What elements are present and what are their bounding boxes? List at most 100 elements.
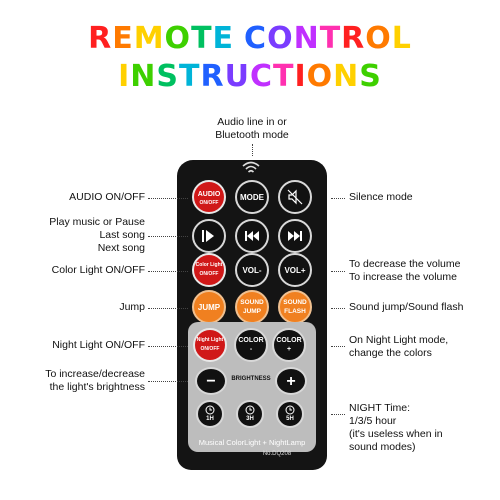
clock-icon xyxy=(245,405,255,414)
night-light-onoff-label: Night Light ON/OFF xyxy=(20,339,145,352)
jump-label: Jump xyxy=(20,301,145,314)
previous-icon xyxy=(245,231,259,241)
night-light-button-label: Night Light xyxy=(196,337,224,343)
volume-down-label: VOL- xyxy=(242,265,262,275)
night-time-note-line-1: (it's useless when in xyxy=(349,428,443,440)
brightness-up-symbol: + xyxy=(286,372,296,390)
timer-3h-button[interactable]: 3H xyxy=(236,400,264,428)
color-minus-symbol: - xyxy=(249,346,253,353)
title-letter: E xyxy=(212,21,235,56)
title-letter: O xyxy=(267,21,294,56)
title-letter: R xyxy=(341,21,366,56)
title-letter: N xyxy=(130,59,157,94)
color-light-onoff-label-text: Color Light ON/OFF xyxy=(51,264,145,276)
title-letter: S xyxy=(156,59,180,94)
night-mode-colors-label: On Night Light mode, change the colors xyxy=(349,334,494,360)
play-pause-label: Play music or Pause xyxy=(49,216,145,228)
jump-button[interactable]: JUMP xyxy=(192,290,226,324)
color-minus-label: COLOR xyxy=(238,337,264,344)
leader-line xyxy=(148,236,188,237)
night-time-title: NIGHT Time: xyxy=(349,402,411,414)
title-letter: I xyxy=(294,59,307,94)
last-song-label: Last song xyxy=(99,229,145,241)
timer-1h-button[interactable]: 1H xyxy=(196,400,224,428)
volume-up-button[interactable]: VOL+ xyxy=(278,253,312,287)
night-mode-colors-line-2: change the colors xyxy=(349,347,432,359)
color-light-button-sublabel: ON/OFF xyxy=(199,271,219,277)
previous-song-button[interactable] xyxy=(235,219,269,253)
sound-jump-button[interactable]: SOUND JUMP xyxy=(235,290,269,324)
brightness-label-line-2: the light's brightness xyxy=(49,381,145,393)
title-letter: N xyxy=(293,21,320,56)
brightness-label: BRIGHTNESS xyxy=(231,376,271,382)
leader-line xyxy=(148,271,188,272)
night-mode-colors-line-1: On Night Light mode, xyxy=(349,334,449,346)
leader-line xyxy=(331,346,345,347)
clock-icon xyxy=(285,405,295,414)
audio-button-sublabel: ON/OFF xyxy=(199,199,219,206)
color-plus-button[interactable]: COLOR+ xyxy=(272,328,306,362)
color-minus-button[interactable]: COLOR - xyxy=(234,328,268,362)
color-light-onoff-label: Color Light ON/OFF xyxy=(20,264,145,277)
leader-line xyxy=(148,381,188,382)
title-letter: T xyxy=(319,21,342,56)
leader-line xyxy=(331,198,345,199)
night-light-button-sublabel: ON/OFF xyxy=(200,346,220,352)
title-letter: M xyxy=(133,21,165,56)
signal-icon xyxy=(242,161,260,173)
sound-flash-label: SOUND xyxy=(283,299,307,306)
sound-jump-sublabel: JUMP xyxy=(242,308,262,315)
next-icon xyxy=(288,231,302,241)
play-pause-button[interactable] xyxy=(192,219,226,253)
brightness-up-button[interactable]: + xyxy=(275,367,307,395)
timer-5h-button[interactable]: 5H xyxy=(276,400,304,428)
mode-button[interactable]: MODE xyxy=(235,180,269,214)
volume-up-description: To increase the volume xyxy=(349,271,457,283)
timer-3h-label: 3H xyxy=(246,415,254,422)
title-letter: O xyxy=(306,59,334,94)
title-letter: C xyxy=(249,59,273,94)
title-letter xyxy=(234,22,244,56)
mode-button-label: MODE xyxy=(240,192,264,202)
title-letter: N xyxy=(333,59,360,94)
volume-down-button[interactable]: VOL- xyxy=(235,253,269,287)
title-letter: S xyxy=(359,59,382,94)
night-time-label: NIGHT Time: 1/3/5 hour (it's useless whe… xyxy=(349,402,494,454)
night-light-onoff-label-text: Night Light ON/OFF xyxy=(52,339,145,351)
audio-onoff-label-text: AUDIO ON/OFF xyxy=(69,191,145,203)
mute-button[interactable] xyxy=(278,180,312,214)
title-letter: O xyxy=(164,21,192,56)
audio-line-label-line-2: Bluetooth mode xyxy=(215,129,289,141)
leader-line xyxy=(252,144,253,156)
mute-icon xyxy=(287,189,303,205)
play-group-label: Play music or Pause Last song Next song xyxy=(20,216,145,255)
sound-jump-label: SOUND xyxy=(240,299,264,306)
brightness-description-label: To increase/decrease the light's brightn… xyxy=(20,368,145,394)
color-plus-label: COLOR xyxy=(276,337,302,344)
timer-5h-label: 5H xyxy=(286,415,294,422)
night-time-note-line-2: sound modes) xyxy=(349,441,416,453)
volume-down-description: To decrease the volume xyxy=(349,258,461,270)
leader-line xyxy=(148,308,188,309)
audio-line-label: Audio line in or Bluetooth mode xyxy=(190,116,314,142)
silence-mode-label-text: Silence mode xyxy=(349,191,413,203)
audio-button-label: AUDIO xyxy=(197,190,221,198)
silence-mode-label: Silence mode xyxy=(349,191,494,204)
model-number-wrap: No.DQ208 xyxy=(180,451,324,457)
title-letter: U xyxy=(224,59,250,94)
brightness-label-line-1: To increase/decrease xyxy=(45,368,145,380)
next-song-button[interactable] xyxy=(278,219,312,253)
title-letter: R xyxy=(200,59,225,94)
title-letter: R xyxy=(88,21,113,56)
play-pause-icon xyxy=(202,230,214,242)
brand-text: Musical ColorLight + NightLamp xyxy=(198,438,306,447)
leader-line xyxy=(331,308,345,309)
title-letter: T xyxy=(179,59,201,94)
color-light-button-label: Color Light xyxy=(195,262,223,268)
brightness-down-button[interactable]: − xyxy=(195,367,227,395)
sound-jump-flash-label-text: Sound jump/Sound flash xyxy=(349,301,464,313)
